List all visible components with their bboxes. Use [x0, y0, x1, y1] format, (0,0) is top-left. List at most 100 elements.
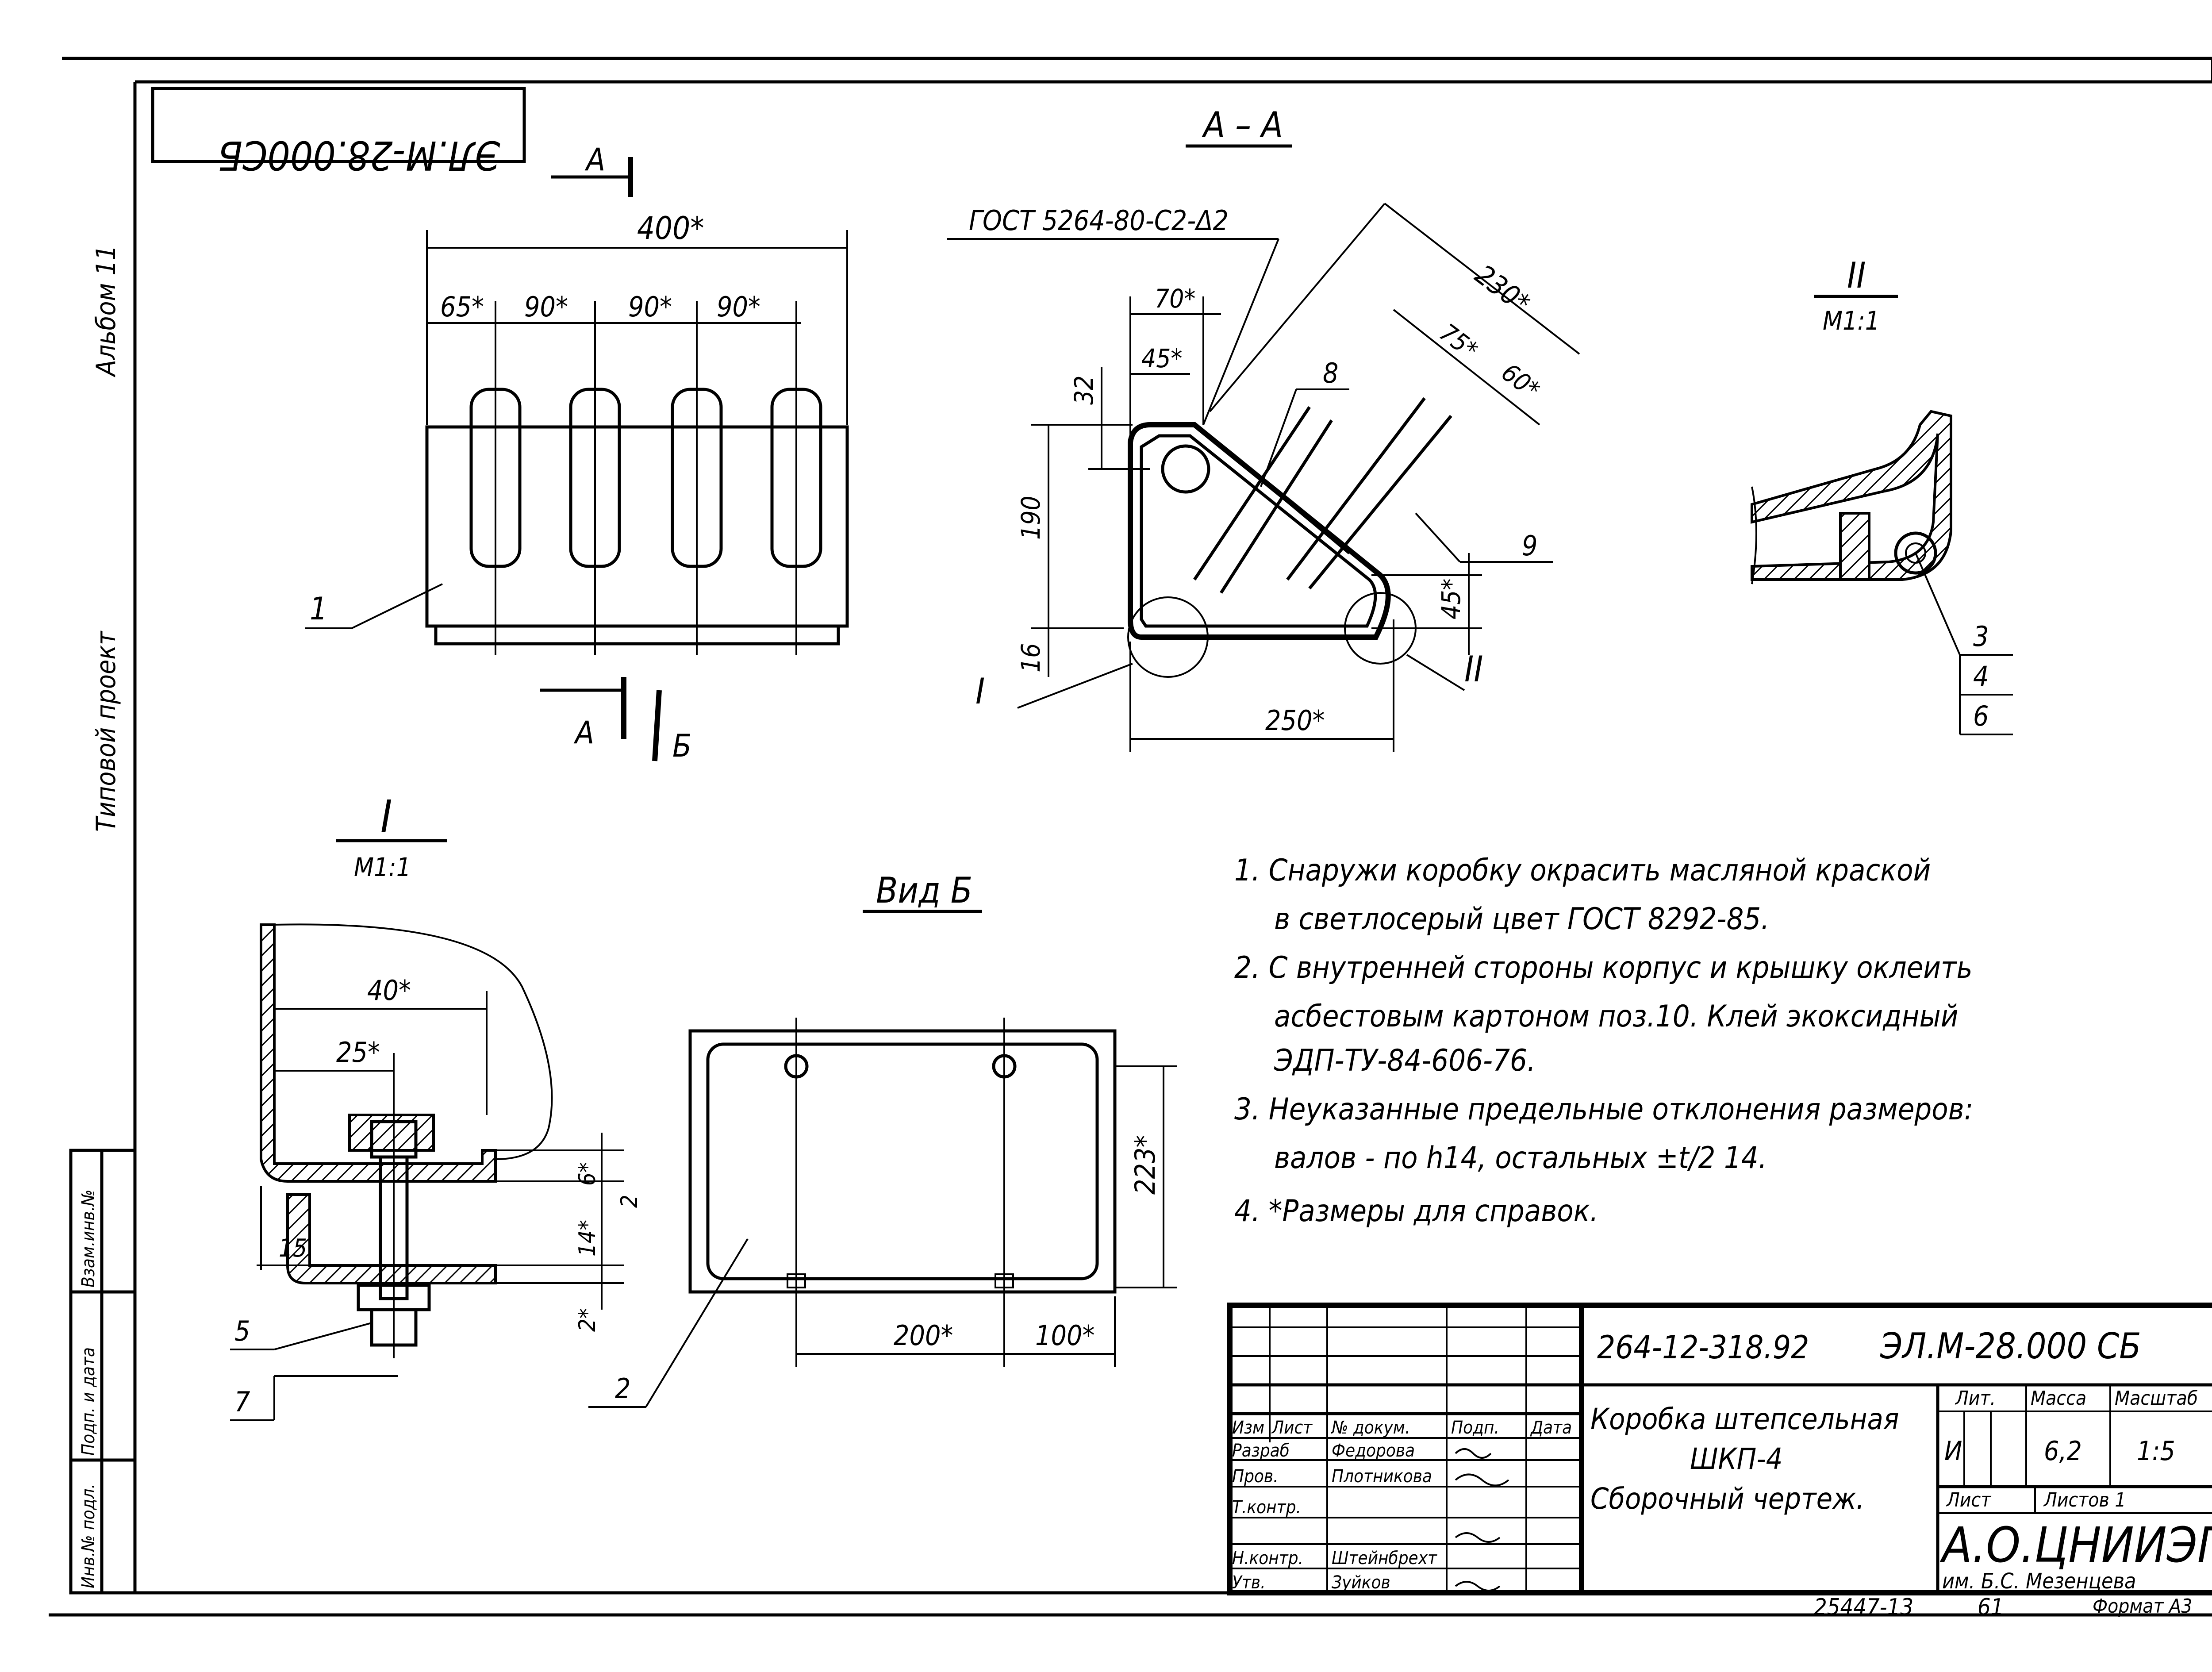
- notes: 1. Снаружи коробку окрасить масляной кра…: [1234, 853, 1973, 1229]
- note-line-2: в светлосерый цвет ГОСТ 8292-85.: [1274, 902, 1770, 937]
- gost-weld-note: ГОСТ 5264-80-С2-Δ2: [969, 204, 1229, 237]
- stamp-code: ЭЛ.М-28.000СБ: [218, 132, 500, 178]
- title-block: Изм Лист № докум. Подп. Дата Разраб Федо…: [1227, 1303, 2212, 1621]
- dim-45-right: 45*: [1436, 579, 1466, 619]
- dim-250: 250*: [1265, 704, 1325, 737]
- section-mark-b: Б: [672, 728, 691, 764]
- sheet-label: Лист: [1946, 1489, 1992, 1511]
- dim-25: 25*: [336, 1036, 380, 1069]
- dim-200: 200*: [894, 1319, 953, 1352]
- callout-3: 3: [1973, 620, 1989, 653]
- bottom-code: 25447-13: [1814, 1594, 1913, 1621]
- detail-2-scale: М1:1: [1823, 306, 1880, 336]
- dim-90-c: 90*: [717, 291, 760, 323]
- dim-90-a: 90*: [524, 291, 568, 323]
- hdr-izm: Изм: [1232, 1418, 1264, 1438]
- mass-label: Масса: [2031, 1387, 2086, 1410]
- project-label: Типовой проект: [91, 630, 122, 832]
- dim-70: 70*: [1155, 284, 1195, 314]
- dim-400: 400*: [637, 210, 704, 246]
- role-3: Н.контр.: [1232, 1548, 1303, 1568]
- detail-2-title: II: [1847, 255, 1866, 296]
- detail-1-title: I: [380, 791, 392, 842]
- org-name: А.О.ЦНИИЭП: [1939, 1517, 2212, 1573]
- dim-190: 190: [1016, 496, 1046, 540]
- album-label: Альбом 11: [91, 245, 122, 377]
- detail-2: II М1:1 3 4 6: [1751, 255, 2013, 735]
- note-line-8: 4. *Размеры для справок.: [1234, 1194, 1598, 1229]
- name-0: Федорова: [1332, 1441, 1415, 1461]
- section-mark-a-bottom: А: [573, 715, 594, 751]
- lit-label: Лит.: [1955, 1387, 1996, 1410]
- note-line-3: 2. С внутренней стороны корпус и крышку …: [1234, 950, 1973, 985]
- view-b: Вид Б 223* 200* 100* 2: [588, 870, 1177, 1408]
- callout-6: 6: [1973, 700, 1989, 732]
- dim-6: 6*: [574, 1162, 601, 1186]
- dim-90-b: 90*: [628, 291, 672, 323]
- format-label: Формат А3: [2093, 1595, 2192, 1618]
- role-2: Т.контр.: [1232, 1497, 1301, 1518]
- doc-number: 264-12-318.92: [1597, 1329, 1809, 1366]
- callout-5: 5: [234, 1315, 250, 1347]
- hdr-doc: № докум.: [1331, 1418, 1410, 1438]
- section-mark-a-top: А: [584, 142, 605, 178]
- title-line-1: Коробка штепсельная: [1590, 1402, 1899, 1436]
- dim-60: 60*: [1496, 358, 1545, 405]
- detail-1: I М1:1 40* 25* 15 6* 2 14* 2* 5: [230, 791, 643, 1421]
- note-line-5: ЭДП-ТУ-84-606-76.: [1274, 1043, 1536, 1078]
- mass-value: 6,2: [2044, 1436, 2082, 1467]
- section-aa-title: А – А: [1202, 104, 1283, 146]
- name-1: Плотникова: [1332, 1466, 1432, 1487]
- side-cell-replace: Взам.инв.№: [78, 1190, 99, 1288]
- note-line-1: 1. Снаружи коробку окрасить масляной кра…: [1234, 853, 1931, 888]
- scale-value: 1:5: [2137, 1436, 2175, 1467]
- side-cell-inv: Инв.№ подл.: [78, 1484, 99, 1588]
- callout-4: 4: [1973, 660, 1989, 692]
- dim-223: 223*: [1129, 1135, 1161, 1195]
- detail-mark-2: II: [1464, 649, 1483, 690]
- role-1: Пров.: [1232, 1466, 1279, 1487]
- section-aa: А – А ГОСТ 5264-80-С2-Δ2 70* 45* 32 190 …: [947, 104, 1580, 752]
- title-line-2: ШКП-4: [1690, 1442, 1783, 1476]
- title-line-3: Сборочный чертеж.: [1590, 1482, 1865, 1516]
- side-table: Инв.№ подл. Подп. и дата Взам.инв.№: [69, 1149, 137, 1595]
- name-4: Зуйков: [1332, 1572, 1390, 1593]
- role-4: Утв.: [1232, 1572, 1266, 1593]
- dim-2-bottom: 2*: [574, 1308, 601, 1332]
- dim-2-top: 2: [616, 1195, 643, 1208]
- callout-2: 2: [615, 1372, 630, 1405]
- dim-15: 15: [279, 1234, 307, 1263]
- note-line-4: асбестовым картоном поз.10. Клей экоксид…: [1274, 999, 1959, 1034]
- dim-16: 16: [1016, 643, 1046, 673]
- rotated-stamp: ЭЛ.М-28.000СБ: [151, 87, 526, 178]
- name-3: Штейнбрехт: [1332, 1548, 1437, 1568]
- callout-8: 8: [1323, 357, 1338, 389]
- callout-7: 7: [234, 1386, 250, 1418]
- callout-1: 1: [310, 591, 327, 627]
- sheet-frame: [49, 57, 2212, 1617]
- role-0: Разраб: [1232, 1441, 1290, 1461]
- sheets-label: Листов 1: [2043, 1489, 2126, 1511]
- lit-value: И: [1944, 1436, 1962, 1467]
- hdr-list: Лист: [1271, 1418, 1313, 1438]
- view-b-title: Вид Б: [876, 870, 972, 911]
- note-line-6: 3. Неуказанные предельные отклонения раз…: [1234, 1092, 1973, 1127]
- dim-32: 32: [1069, 376, 1099, 405]
- org-sub: им. Б.С. Мезенцева: [1942, 1569, 2136, 1594]
- designation: ЭЛ.М-28.000 СБ: [1880, 1326, 2141, 1367]
- dim-65: 65*: [440, 291, 484, 323]
- callout-9: 9: [1522, 530, 1537, 562]
- side-cell-sign: Подп. и дата: [78, 1347, 99, 1456]
- signature-marks: [1455, 1448, 1509, 1591]
- front-view: А 400* 65* 90* 90* 90* 1 А Б: [305, 142, 849, 764]
- dim-230: 230*: [1469, 258, 1536, 320]
- dim-14: 14*: [574, 1220, 601, 1257]
- hdr-sign: Подп.: [1451, 1418, 1499, 1438]
- dim-40: 40*: [367, 974, 411, 1007]
- hdr-date: Дата: [1530, 1418, 1572, 1438]
- dim-75: 75*: [1434, 318, 1483, 365]
- dim-45-top: 45*: [1141, 343, 1182, 373]
- dim-100: 100*: [1035, 1319, 1094, 1352]
- bottom-page: 61: [1978, 1594, 2004, 1621]
